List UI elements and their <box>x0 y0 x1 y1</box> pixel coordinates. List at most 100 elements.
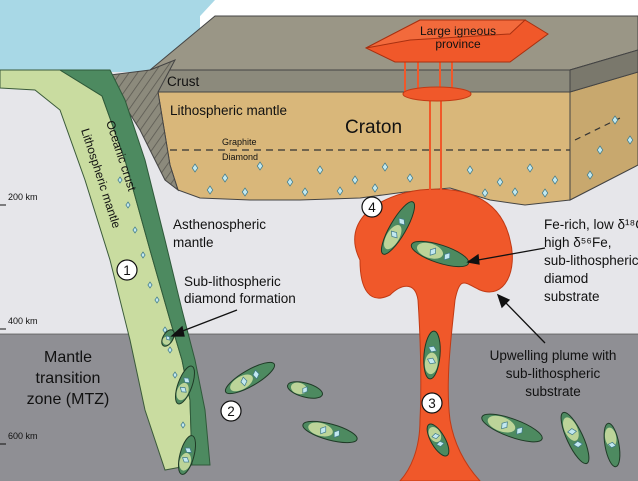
sublith-label-2: diamond formation <box>184 291 296 306</box>
mantle-transition-zone <box>0 334 638 481</box>
plume-label-2: sub-lithospheric <box>506 366 601 381</box>
diamond-icon <box>182 457 190 463</box>
diamond-icon <box>496 177 504 187</box>
diamond-icon <box>541 188 549 198</box>
diamond-icon <box>406 173 414 183</box>
diamond-icon <box>191 163 199 173</box>
diamond-icon <box>381 162 389 172</box>
diamond-label: Diamond <box>222 152 258 162</box>
marker-2: 2 <box>220 400 242 422</box>
fe-label-3: sub-lithospheric <box>544 253 638 268</box>
lithospheric-mantle-label: Lithospheric mantle <box>170 103 287 118</box>
plume-label-3: substrate <box>525 384 581 399</box>
diamond-icon <box>172 371 178 379</box>
substrate-block <box>302 420 358 444</box>
diamond-icon <box>607 441 617 449</box>
substrate-block <box>410 240 470 268</box>
diamond-icon <box>596 145 604 155</box>
diamond-icon <box>351 175 359 185</box>
diamond-icon <box>180 421 186 429</box>
fe-label-2: high δ⁵⁶Fe, <box>544 235 611 250</box>
asthenospheric-label-2: mantle <box>173 235 214 250</box>
annotation-arrows <box>170 247 546 344</box>
diamond-icon <box>221 173 229 183</box>
marker-3-label: 3 <box>428 396 436 411</box>
marker-2-label: 2 <box>227 404 235 419</box>
crust-label: Crust <box>167 74 200 89</box>
magma-chamber <box>402 86 472 102</box>
mtz-label-2: transition <box>36 370 101 387</box>
diamond-icon <box>391 230 398 239</box>
diamond-icon <box>184 447 192 453</box>
diamond-icon <box>302 386 308 394</box>
diamond-icon <box>240 376 248 387</box>
graphite-label: Graphite <box>222 137 257 147</box>
diamond-icon <box>132 226 138 234</box>
diamond-icon <box>626 135 634 145</box>
substrate-block <box>177 435 197 475</box>
mtz-label-3: zone (MTZ) <box>27 391 110 408</box>
diamond-icon <box>336 186 344 196</box>
diamond-icon <box>241 187 249 197</box>
diamond-icon <box>252 369 260 380</box>
diamond-icon <box>333 429 340 438</box>
diamond-icon <box>611 115 619 125</box>
diamond-icon <box>320 426 327 435</box>
diamond-icon <box>516 426 523 435</box>
lip-label-1: Large igneous <box>420 24 496 38</box>
substrate-block <box>603 422 621 468</box>
diamond-icon <box>167 346 173 354</box>
substrate-block <box>175 365 195 405</box>
sublithospheric-substrate-blocks <box>161 201 621 475</box>
fe-label-4: diamod <box>544 271 588 286</box>
substrate-block <box>161 329 175 347</box>
substrate-block <box>481 413 543 443</box>
marker-1-label: 1 <box>123 263 131 278</box>
diamond-icon <box>501 421 508 430</box>
marker-4-label: 4 <box>368 200 376 215</box>
diamond-icon <box>140 251 146 259</box>
fe-label-5: substrate <box>544 289 600 304</box>
craton-label: Craton <box>345 117 402 138</box>
diamond-icon <box>572 440 583 448</box>
ocean-surface <box>0 0 215 70</box>
diamond-icon <box>481 188 489 198</box>
diamond-icon <box>286 177 294 187</box>
diamond-icon <box>551 175 559 185</box>
diamond-icon <box>154 296 160 304</box>
diamond-icon <box>511 187 519 197</box>
diamond-icon <box>526 163 534 173</box>
asthenospheric-label-1: Asthenospheric <box>173 217 266 232</box>
diamond-icon <box>435 440 445 447</box>
substrate-block <box>560 411 590 465</box>
depth-label-200: 200 km <box>8 192 38 202</box>
marker-1: 1 <box>116 259 138 281</box>
diamond-icon <box>165 335 171 341</box>
diamond-icon <box>427 345 438 353</box>
diamond-icon <box>586 170 594 180</box>
substrate-block <box>224 361 276 395</box>
diamond-icon <box>117 176 123 184</box>
marker-4: 4 <box>361 196 383 218</box>
diamond-icon <box>301 187 309 197</box>
sublith-label-1: Sub-lithospheric <box>184 274 281 289</box>
diamond-icon <box>443 252 451 261</box>
mtz-label-1: Mantle <box>44 349 92 366</box>
diamond-icon <box>147 281 153 289</box>
craton-diamond-field <box>191 115 634 198</box>
side-dash-1 <box>574 117 621 141</box>
diamond-icon <box>398 217 405 226</box>
diamond-icon <box>431 433 441 440</box>
substrate-block <box>426 423 450 457</box>
diamond-icon <box>206 185 214 195</box>
depth-label-600: 600 km <box>8 431 38 441</box>
diamond-icon <box>429 247 437 256</box>
diamond-icon <box>567 428 578 436</box>
fe-label-1: Fe-rich, low δ¹⁸O, <box>544 217 638 232</box>
depth-scale: 200 km 400 km 600 km <box>0 192 38 445</box>
diamond-icon <box>183 377 191 384</box>
crust-side-face <box>569 49 638 93</box>
depth-label-400: 400 km <box>8 316 38 326</box>
